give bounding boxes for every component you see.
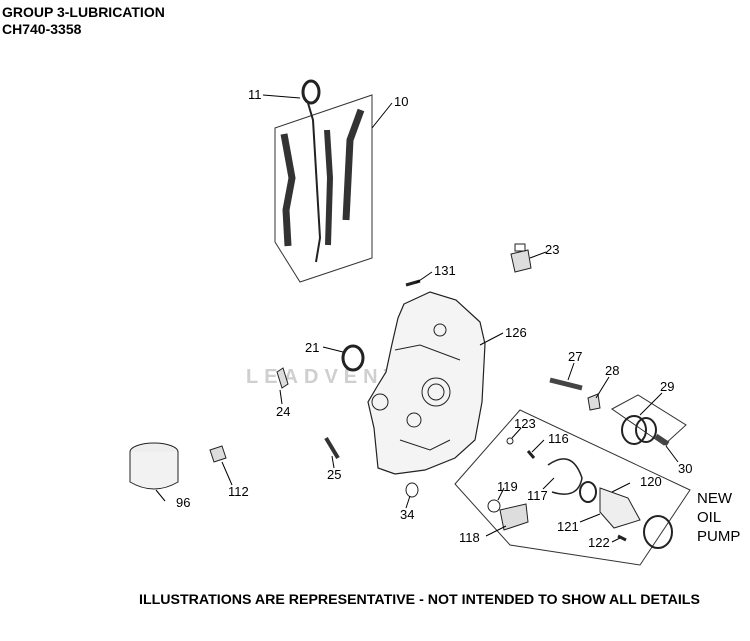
- callout-120: 120: [640, 474, 662, 489]
- callout-131: 131: [434, 263, 456, 278]
- oil-pump-outline: [454, 409, 691, 566]
- dipstick-rod: [307, 102, 322, 263]
- oil-sensor: [510, 249, 532, 273]
- callout-126: 126: [505, 325, 527, 340]
- callout-29: 29: [660, 379, 675, 394]
- dipstick-handle: [301, 79, 321, 105]
- dipstick-tube-middle: [324, 129, 334, 246]
- pump-rotor: [579, 481, 597, 503]
- callout-25: 25: [327, 467, 342, 482]
- callout-119: 119: [497, 479, 518, 494]
- callout-34: 34: [400, 507, 415, 522]
- pickup-screen: [487, 499, 501, 513]
- leader-lines: [155, 94, 679, 543]
- note-line: OIL: [697, 509, 722, 526]
- callout-122: 122: [588, 535, 610, 550]
- callout-123: 123: [514, 416, 536, 431]
- callout-10: 10: [394, 94, 409, 109]
- dipstick-group-outline: [274, 94, 373, 283]
- callout-28: 28: [605, 363, 620, 378]
- callout-117: 117: [527, 488, 548, 503]
- disclaimer: ILLUSTRATIONS ARE REPRESENTATIVE - NOT I…: [139, 592, 700, 608]
- callout-121: 121: [557, 519, 579, 534]
- new-oil-pump-note: NEW OIL PUMP: [697, 489, 740, 546]
- dipstick-tube-right: [342, 108, 365, 221]
- note-line: NEW: [697, 490, 732, 507]
- callout-96: 96: [176, 495, 191, 510]
- fitting: [276, 367, 289, 389]
- model-number: CH740-3358: [2, 21, 82, 37]
- o-ring: [547, 458, 583, 495]
- note-line: PUMP: [697, 528, 741, 545]
- pump-pin: [654, 433, 670, 447]
- callout-23: 23: [545, 242, 560, 257]
- page-title: GROUP 3-LUBRICATION: [2, 4, 165, 20]
- pump-cover: [599, 487, 641, 529]
- pump-shaft: [549, 377, 583, 391]
- dipstick-tube-left: [280, 133, 296, 247]
- oil-pickup: [499, 503, 529, 531]
- screw-122: [617, 534, 627, 542]
- callout-116: 116: [548, 431, 569, 446]
- shaft-clip: [587, 393, 601, 411]
- oil-filter: [129, 452, 179, 490]
- washer: [405, 482, 419, 498]
- callout-21: 21: [305, 340, 320, 355]
- callout-27: 27: [568, 349, 583, 364]
- callout-30: 30: [678, 461, 693, 476]
- callout-11: 11: [248, 87, 262, 102]
- bolt-25: [324, 436, 340, 460]
- pump-gear: [621, 415, 647, 445]
- callout-112: 112: [228, 484, 249, 499]
- oil-seal: [341, 344, 365, 372]
- crankcase-cover: [367, 291, 486, 475]
- filter-nipple: [209, 445, 227, 463]
- callout-24: 24: [276, 404, 291, 419]
- callout-118: 118: [459, 530, 480, 545]
- pump-drive-gear: [643, 515, 673, 549]
- spring: [526, 450, 536, 459]
